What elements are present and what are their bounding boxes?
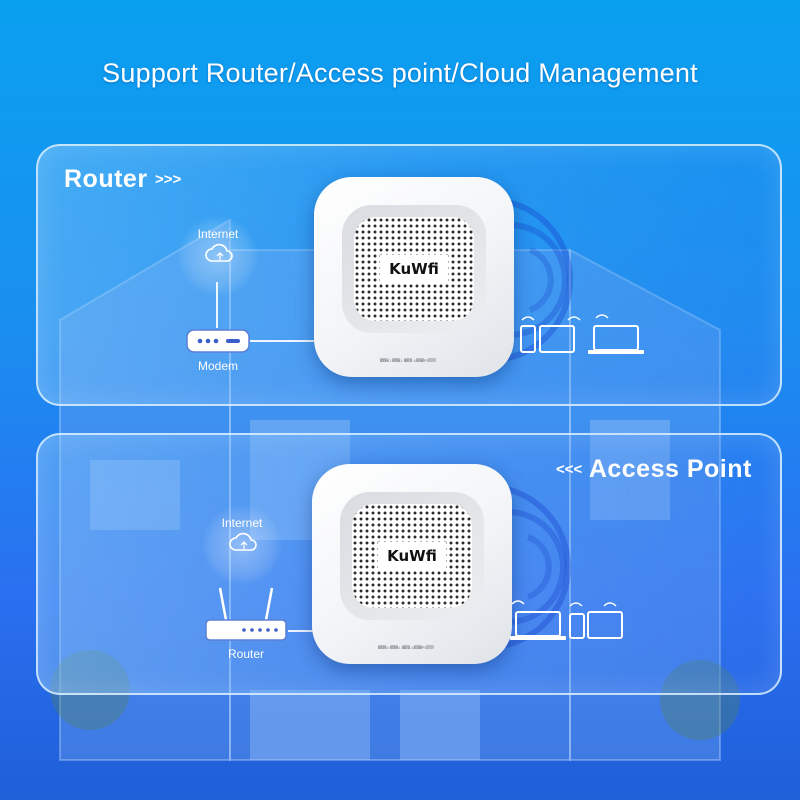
port-labels: ETHO ETH1 SE 2.4G WPS [378,645,427,650]
laptop-icon [510,600,566,640]
modem-device-line [250,340,314,342]
internet-badge-ap [202,505,282,585]
access-point-device-router: KuWfi ETHO ETH1 SE 2.4G WPS [314,177,514,377]
access-point-mode-label: Access Point [588,455,752,483]
phone-icon [569,602,585,639]
router-device-line [288,630,314,632]
cloud-icon [229,532,257,551]
access-point-mode-title: <<< Access Point [556,455,752,484]
laptop-icon [588,314,644,354]
modem-icon [186,329,250,353]
internet-modem-line [216,282,218,328]
phone-icon [520,316,536,353]
router-icon [205,587,287,641]
router-mode-title: Router >>> [64,165,181,194]
page-headline: Support Router/Access point/Cloud Manage… [102,58,698,88]
router-mode-arrows: >>> [155,171,182,188]
router-label: Router [227,647,265,661]
device-ports: ETHO ETH1 SE 2.4G WPS [380,349,448,363]
device-logo: KuWfi [380,255,448,283]
device-logo: KuWfi [378,542,446,570]
access-point-device-ap: KuWfi ETHO ETH1 SE 2.4G WPS [312,464,512,664]
internet-label-ap: Internet [221,516,263,530]
modem-label: Modem [197,359,238,373]
cloud-icon [205,243,233,262]
port-labels: ETHO ETH1 SE 2.4G WPS [380,358,429,363]
tablet-icon [539,316,581,353]
internet-badge-router [178,216,258,296]
access-point-mode-arrows: <<< [556,461,583,478]
router-mode-label: Router [64,165,148,193]
client-devices-router [520,314,644,354]
device-ports: ETHO ETH1 SE 2.4G WPS [378,636,446,650]
internet-label-router: Internet [197,227,239,241]
tablet-icon [587,602,623,639]
client-devices-ap [510,600,623,640]
